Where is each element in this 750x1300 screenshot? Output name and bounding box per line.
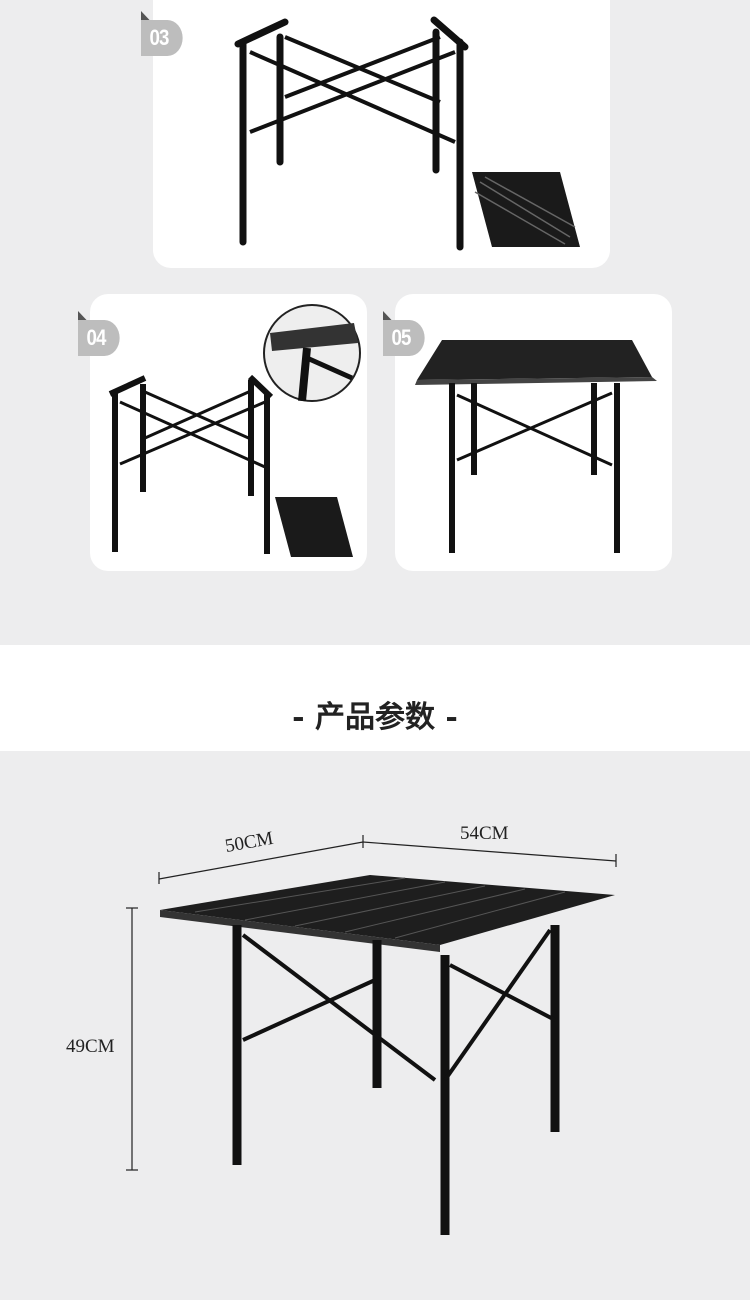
assembled-table-image	[415, 340, 657, 553]
step-badge-04: 04	[78, 311, 120, 356]
section-header-band	[0, 645, 750, 751]
table-frame-image	[234, 16, 580, 251]
dimension-lines	[126, 835, 617, 1171]
depth-label: 54CM	[460, 823, 509, 844]
product-table-image	[160, 875, 615, 1235]
detail-zoom-circle	[263, 304, 361, 402]
section-title: - 产品参数 -	[292, 700, 458, 735]
folded-tabletop-icon	[472, 172, 580, 247]
height-label: 49CM	[66, 1036, 115, 1057]
table-frame-image	[108, 374, 353, 557]
step-badge-05: 05	[383, 311, 425, 356]
step-badge-03: 03	[141, 11, 183, 56]
